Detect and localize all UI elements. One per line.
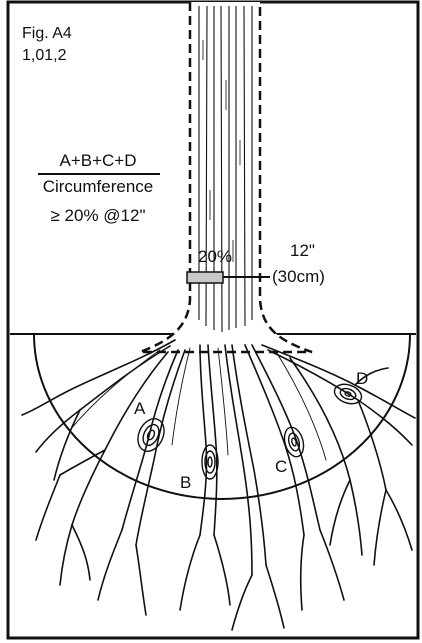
threshold-label: ≥ 20% @12": [50, 206, 145, 225]
mark-a: A: [134, 399, 146, 418]
mark-c: C: [275, 457, 287, 476]
formula-denominator: Circumference: [43, 177, 154, 196]
girdling-root-b: [202, 445, 218, 479]
height-cm-label: (30cm): [272, 267, 325, 286]
height-inches-label: 12": [290, 241, 315, 260]
band-percent-label: 20%: [198, 247, 232, 266]
figure-code: 1,01,2: [22, 47, 67, 64]
trunk: [140, 2, 312, 352]
measurement-band: [187, 272, 223, 283]
girdling-root-a: [133, 415, 169, 456]
girdling-root-c: [281, 425, 306, 459]
figure-id: Fig. A4: [22, 25, 72, 42]
root-zone-arc: [34, 334, 410, 499]
mark-d: D: [356, 369, 368, 388]
formula-numerator: A+B+C+D: [59, 151, 136, 170]
mark-b: B: [180, 473, 191, 492]
